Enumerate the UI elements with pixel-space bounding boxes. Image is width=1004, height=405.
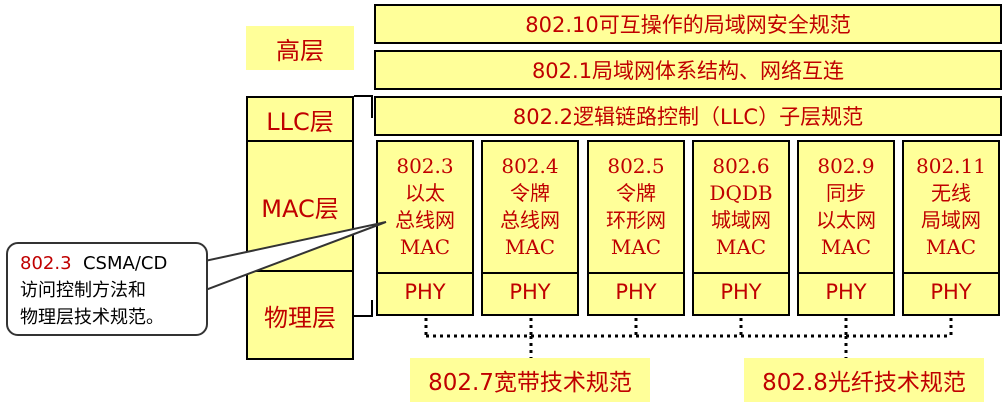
callout-pointer (199, 221, 387, 294)
mac-column-802-9: 802.9 同步 以太网 MAC PHY (797, 140, 895, 316)
callout-code: 802.3 (20, 253, 72, 274)
phy-802-6-text: PHY (720, 280, 762, 304)
mac-layer-text: MAC层 (261, 194, 339, 223)
phy-802-3-text: PHY (404, 280, 446, 304)
standard-802-2-text: 802.2逻辑链路控制（LLC）子层规范 (512, 105, 864, 129)
mac-column-802-6: 802.6 DQDB 城域网 MAC PHY (692, 140, 790, 316)
phy-802-11-text: PHY (930, 280, 972, 304)
standard-802-1-text: 802.1局域网体系结构、网络互连 (531, 59, 845, 83)
fiber-spec-label: 802.8光纤技术规范 (744, 358, 984, 402)
physical-layer-text: 物理层 (264, 303, 336, 332)
broadband-spec-text: 802.7宽带技术规范 (428, 370, 632, 396)
mac-802-5-text: 802.5 令牌 环形网 MAC (589, 142, 683, 274)
mac-802-4-text: 802.4 令牌 总线网 MAC (483, 142, 577, 274)
csma-cd-callout: 802.3 CSMA/CD 访问控制方法和 物理层技术规范。 (6, 242, 208, 336)
mac-column-802-11: 802.11 无线 局域网 MAC PHY (902, 140, 1000, 316)
mac-column-802-5: 802.5 令牌 环形网 MAC PHY (587, 140, 685, 316)
standard-802-2-bar: 802.2逻辑链路控制（LLC）子层规范 (374, 96, 1002, 136)
callout-line-3: 物理层技术规范。 (20, 307, 164, 328)
callout-line-2: 访问控制方法和 (20, 280, 146, 301)
standard-802-1-bar: 802.1局域网体系结构、网络互连 (374, 50, 1002, 90)
standard-802-10-bar: 802.10可互操作的局域网安全规范 (374, 4, 1002, 44)
mac-layer-label: MAC层 (246, 140, 354, 272)
fiber-spec-text: 802.8光纤技术规范 (762, 370, 966, 396)
bracket-bottom-line (354, 300, 373, 317)
mac-802-11-text: 802.11 无线 局域网 MAC (904, 142, 998, 274)
mac-802-3-text: 802.3 以太 总线网 MAC (378, 142, 472, 274)
callout-line-1: 802.3 CSMA/CD (20, 250, 206, 277)
llc-layer-text: LLC层 (266, 107, 334, 136)
mac-column-802-4: 802.4 令牌 总线网 MAC PHY (481, 140, 579, 316)
phy-802-5-text: PHY (615, 280, 657, 304)
mac-802-9-text: 802.9 同步 以太网 MAC (799, 142, 893, 274)
phy-802-9-text: PHY (825, 280, 867, 304)
phy-802-4-text: PHY (509, 280, 551, 304)
bracket-top-line (354, 95, 373, 118)
high-layer-text: 高层 (276, 36, 324, 65)
standard-802-10-text: 802.10可互操作的局域网安全规范 (525, 13, 851, 37)
physical-layer-label: 物理层 (246, 270, 354, 360)
callout-line-1-rest: CSMA/CD (82, 253, 168, 274)
high-layer-label: 高层 (246, 26, 354, 70)
mac-802-6-text: 802.6 DQDB 城域网 MAC (694, 142, 788, 274)
broadband-spec-label: 802.7宽带技术规范 (410, 358, 650, 402)
mac-column-802-3: 802.3 以太 总线网 MAC PHY (376, 140, 474, 316)
